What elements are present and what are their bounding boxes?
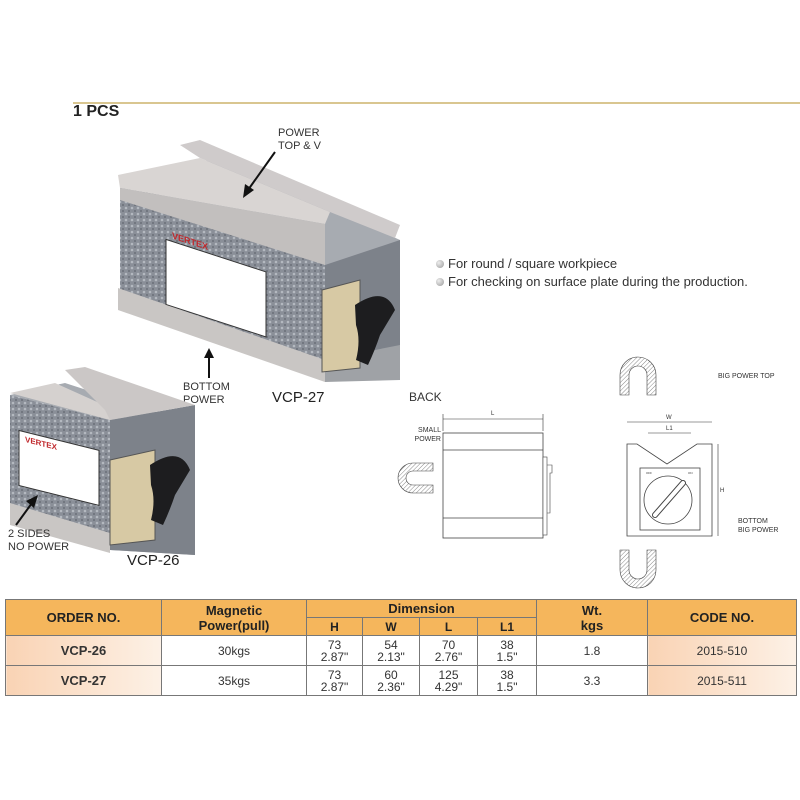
dim-h: H <box>720 488 724 494</box>
arrow-icon <box>15 495 38 526</box>
header-line: Magnetic <box>205 602 263 618</box>
inch: 2.87" <box>320 649 349 664</box>
mm: 38 <box>500 637 514 652</box>
mm: 54 <box>384 637 398 652</box>
label-line: SMALL <box>418 427 441 434</box>
inch: 2.76" <box>434 649 463 664</box>
label-line: BOTTOM <box>738 518 768 525</box>
off-label: OFF <box>646 471 652 475</box>
feature-list: For round / square workpiece For checkin… <box>436 255 748 291</box>
side-view-diagram: L <box>397 411 553 539</box>
header-line: Power(pull) <box>198 617 270 633</box>
bullet-icon <box>436 278 444 286</box>
header-weight: Wt.kgs <box>536 599 648 636</box>
vcp-27-product-image: VERTEX <box>118 140 400 382</box>
mm: 70 <box>441 637 456 652</box>
front-view-diagram: W L1 OFF ON H <box>619 356 724 589</box>
inch: 2.36" <box>377 679 405 694</box>
header-line: kgs <box>580 617 604 633</box>
inch: 1.5" <box>496 649 518 664</box>
callout-line: NO POWER <box>8 541 70 553</box>
bottom-big-power-label: BOTTOM BIG POWER <box>738 517 778 535</box>
mm: 38 <box>500 667 514 682</box>
mm: 60 <box>384 667 398 682</box>
bullet-icon <box>436 260 444 268</box>
mm: 73 <box>327 637 342 652</box>
on-label: ON <box>688 471 693 475</box>
feature-text: For checking on surface plate during the… <box>448 274 748 289</box>
cell-power: 30kgs <box>161 635 307 666</box>
callout-bottom-power: BOTTOM POWER <box>183 381 230 407</box>
feature-item: For round / square workpiece <box>436 255 748 273</box>
inch: 2.13" <box>377 649 405 664</box>
callout-line: POWER <box>183 394 225 406</box>
label-line: POWER <box>414 436 441 443</box>
header-l: L <box>419 617 478 636</box>
mm: 73 <box>327 667 342 682</box>
callout-line: 2 SIDES <box>8 528 51 540</box>
label-line: BIG POWER <box>738 527 779 534</box>
model-label-vcp-27: VCP-27 <box>272 389 325 406</box>
arrow-icon <box>243 151 276 198</box>
cell-power: 35kgs <box>161 665 307 696</box>
model-label-vcp-26: VCP-26 <box>127 552 180 569</box>
mm: 125 <box>438 667 459 682</box>
header-h: H <box>306 617 363 636</box>
callout-line: TOP & V <box>278 140 322 152</box>
dim-l: L <box>491 411 495 417</box>
header-order-no: ORDER NO. <box>5 599 162 636</box>
cell-code: 2015-510 <box>647 635 797 666</box>
cell-order: VCP-26 <box>5 635 162 666</box>
back-label: BACK <box>409 390 442 404</box>
header-rule <box>73 102 800 104</box>
small-power-label: SMALL POWER <box>414 426 441 444</box>
header-l1: L1 <box>477 617 537 636</box>
dim-w: W <box>666 415 672 421</box>
cell-order: VCP-27 <box>5 665 162 696</box>
callout-line: POWER <box>278 127 320 139</box>
inch: 2.87" <box>320 679 349 694</box>
vcp-26-product-image: VERTEX <box>10 367 195 555</box>
cell-weight: 1.8 <box>536 635 648 666</box>
dim-l1: L1 <box>666 426 673 432</box>
header-w: W <box>362 617 420 636</box>
callout-2-sides-no-power: 2 SIDES NO POWER <box>8 528 69 554</box>
cell-weight: 3.3 <box>536 665 648 696</box>
cell-code: 2015-511 <box>647 665 797 696</box>
feature-item: For checking on surface plate during the… <box>436 273 748 291</box>
inch: 4.29" <box>434 679 463 694</box>
callout-power-top-v: POWER TOP & V <box>278 127 321 153</box>
feature-text: For round / square workpiece <box>448 256 618 271</box>
big-power-top-label: BIG POWER TOP <box>718 373 775 380</box>
inch: 1.5" <box>496 679 518 694</box>
header-dimension: Dimension <box>306 599 537 618</box>
callout-line: BOTTOM <box>183 381 230 393</box>
header-code-no: CODE NO. <box>647 599 797 636</box>
arrow-icon <box>204 348 214 378</box>
quantity-label: 1 PCS <box>73 103 120 120</box>
header-line: Wt. <box>581 602 603 618</box>
